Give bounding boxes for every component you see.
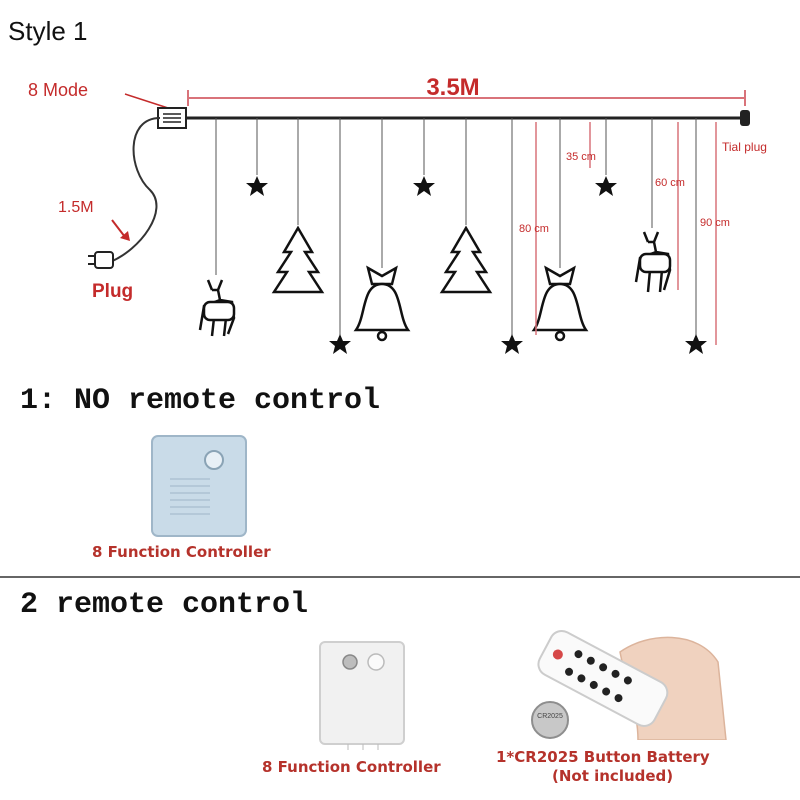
tree-ornament xyxy=(439,225,493,294)
star-ornament xyxy=(685,334,707,354)
tail-plug-label: Tial plug xyxy=(722,140,767,154)
remote-and-hand-image: CR2025 xyxy=(531,629,727,740)
dimension-60cm: 60 cm xyxy=(655,177,685,189)
tree-ornament xyxy=(271,225,325,294)
plug-label: Plug xyxy=(92,281,133,302)
section-1-title: 1: NO remote control xyxy=(20,384,381,418)
reindeer-ornament xyxy=(634,231,672,293)
cable-length-label: 1.5M xyxy=(58,199,94,216)
bell-ornament xyxy=(353,265,411,342)
mode-label: 8 Mode xyxy=(28,80,88,100)
star-ornament xyxy=(413,176,435,196)
page-title: Style 1 xyxy=(8,16,88,46)
bell-ornament xyxy=(531,265,589,342)
plug-icon xyxy=(94,251,114,269)
section-divider xyxy=(0,576,800,578)
battery-coin-image xyxy=(531,701,569,739)
section-2-title: 2 remote control xyxy=(20,588,309,622)
battery-note: (Not included) xyxy=(552,767,674,785)
star-ornament xyxy=(501,334,523,354)
dimension-35cm: 35 cm xyxy=(566,151,596,163)
dimension-90cm: 90 cm xyxy=(700,217,730,229)
length-label: 3.5M xyxy=(426,74,479,101)
star-ornament xyxy=(329,334,351,354)
battery-marking: CR2025 xyxy=(537,713,563,720)
reindeer-ornament xyxy=(198,279,236,337)
dimension-80cm: 80 cm xyxy=(519,223,549,235)
tail-plug-icon xyxy=(740,110,750,126)
remote-controller-caption: 8 Function Controller xyxy=(262,758,441,776)
power-cable xyxy=(109,117,161,263)
remote-controller-box-image xyxy=(319,641,405,750)
controller-caption: 8 Function Controller xyxy=(92,543,271,561)
star-ornament xyxy=(246,176,268,196)
battery-caption: 1*CR2025 Button Battery xyxy=(496,748,710,766)
controller-box-image xyxy=(151,435,247,537)
remote-control xyxy=(537,629,669,727)
light-curtain-diagram: 3.5M 8 Mode Tial plug 1.5M Plug xyxy=(28,74,767,354)
star-ornament xyxy=(595,176,617,196)
